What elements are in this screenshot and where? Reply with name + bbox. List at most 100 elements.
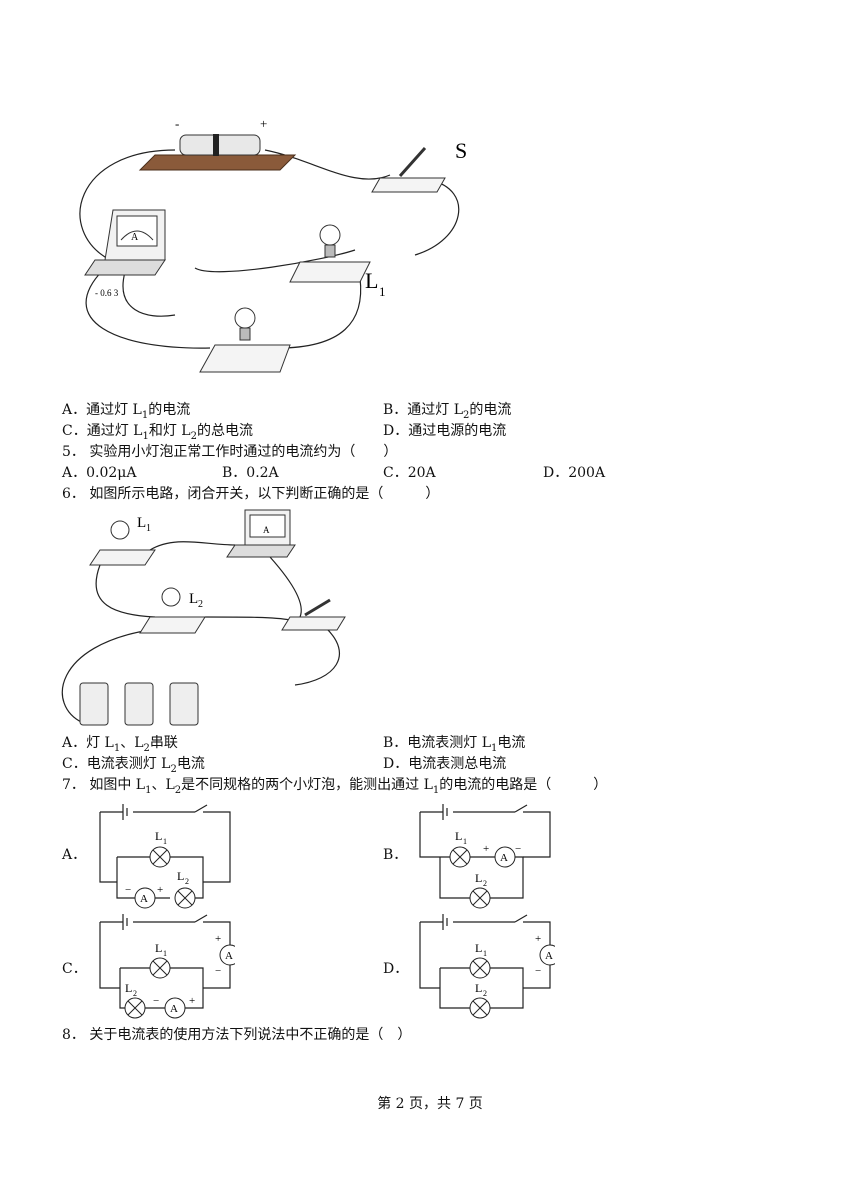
lamp-icon <box>174 887 196 909</box>
minus-label: − <box>153 995 159 1007</box>
ammeter-terminals: - 0.6 3 <box>95 288 119 298</box>
q7-label-a: A． <box>62 847 87 863</box>
lamp-label: L <box>475 981 482 995</box>
switch-icon <box>371 177 446 193</box>
q7-label-d: D． <box>383 961 409 977</box>
lamp-label: L <box>155 941 162 955</box>
q4-option-c: C．通过灯 L1和灯 L2的总电流 <box>62 423 253 442</box>
wire <box>269 556 302 618</box>
ammeter-icon <box>164 997 186 1019</box>
q7-label-c: C． <box>62 961 87 977</box>
lamp-sub: 2 <box>483 879 487 888</box>
lamp-icon <box>469 957 491 979</box>
lamp-sub: 2 <box>483 989 487 998</box>
plus-label: + <box>535 933 541 945</box>
figure-q6-circuit: L 1 A L 2 <box>61 509 346 726</box>
lamp-sub: 2 <box>133 989 137 998</box>
q4-option-b: B．通过灯 L2的电流 <box>383 402 512 421</box>
battery-minus: - <box>175 116 179 131</box>
plus-label: + <box>189 995 195 1007</box>
lamp-icon <box>149 957 171 979</box>
lamp-icon <box>124 997 146 1019</box>
ammeter-label: A <box>545 950 553 962</box>
wire <box>204 616 291 621</box>
wire <box>61 629 151 724</box>
wire <box>269 277 362 349</box>
plus-label: + <box>483 843 489 855</box>
lamp-label: L <box>125 981 132 995</box>
ammeter-label: A <box>170 1003 178 1015</box>
q6-stem: 6． 如图所示电路，闭合开关，以下判断正确的是（ ） <box>62 486 440 502</box>
minus-label: − <box>515 843 521 855</box>
wire <box>85 269 211 349</box>
wire <box>149 541 236 551</box>
lamp-sub: 1 <box>463 837 467 846</box>
q4-option-a: A．通过灯 L1的电流 <box>62 402 191 421</box>
battery-icon <box>179 134 261 156</box>
battery-plus: + <box>260 116 267 131</box>
q7-label-b: B． <box>383 847 408 863</box>
lamp-sub: 2 <box>185 877 189 886</box>
q6-l1-sub: 1 <box>146 523 151 534</box>
q6-l1-label: L <box>137 515 146 531</box>
lamp-label: L <box>177 869 184 883</box>
ammeter-icon: A - 0.6 3 <box>84 209 166 298</box>
q4-option-d: D．通过电源的电流 <box>383 423 507 439</box>
minus-label: − <box>215 965 221 977</box>
wire <box>122 271 176 317</box>
q5-stem: 5． 实验用小灯泡正常工作时通过的电流约为（ ） <box>62 444 398 460</box>
lamp-l1-sub: 1 <box>379 284 386 299</box>
q6-option-c: C．电流表测灯 L2电流 <box>62 756 205 775</box>
battery-board <box>138 154 297 171</box>
q5-option-c: C．20A <box>383 465 436 481</box>
q5-option-b: B．0.2A <box>222 465 279 481</box>
q6-option-a: A．灯 L1、L2串联 <box>62 735 178 754</box>
wire <box>264 149 391 180</box>
q7-stem: 7． 如图中 L1、L2是不同规格的两个小灯泡，能测出通过 L1的电流的电路是（… <box>62 777 608 796</box>
lamp-icon <box>149 846 171 868</box>
ammeter-label: A <box>500 852 508 864</box>
q5-option-a: A．0.02μA <box>62 465 137 481</box>
q5-option-d: D．200A <box>543 465 606 481</box>
plus-label: + <box>157 884 163 896</box>
lamp-icon <box>469 997 491 1019</box>
lamp-label: L <box>475 871 482 885</box>
lamp-icon <box>469 887 491 909</box>
q6-l2-sub: 2 <box>198 599 203 610</box>
lamp-label: L <box>455 829 462 843</box>
figure-q4-circuit: - + S A - 0.6 3 L 1 <box>79 116 467 373</box>
q6-meter-label: A <box>263 525 270 535</box>
ammeter-icon <box>134 887 156 909</box>
lamp-label: L <box>475 941 482 955</box>
q6-option-b: B．电流表测灯 L1电流 <box>383 735 526 754</box>
switch-icon <box>281 616 346 631</box>
lamp-label: L <box>155 829 162 843</box>
switch-label: S <box>455 138 467 163</box>
ammeter-label: A <box>225 950 233 962</box>
ammeter-icon <box>219 944 235 966</box>
ammeter-icon <box>494 846 516 868</box>
wire <box>414 179 460 256</box>
lamp-sub: 1 <box>483 949 487 958</box>
lamp-icon <box>449 846 471 868</box>
lamp-l1-label: L <box>365 268 378 293</box>
lamp-sub: 1 <box>163 949 167 958</box>
ammeter-icon: A <box>226 509 296 558</box>
wire <box>95 564 156 618</box>
ammeter-label: A <box>140 893 148 905</box>
minus-label: − <box>535 965 541 977</box>
lamp-sub: 1 <box>163 837 167 846</box>
minus-label: − <box>125 884 131 896</box>
wire <box>294 626 340 686</box>
q6-l2-label: L <box>189 591 198 607</box>
ammeter-label: A <box>131 232 139 243</box>
wire <box>79 149 176 261</box>
ammeter-icon <box>539 944 555 966</box>
q8-stem: 8． 关于电流表的使用方法下列说法中不正确的是（ ） <box>62 1027 412 1043</box>
lamp-l2-icon <box>139 616 206 634</box>
lamp-l1-icon <box>89 549 156 566</box>
